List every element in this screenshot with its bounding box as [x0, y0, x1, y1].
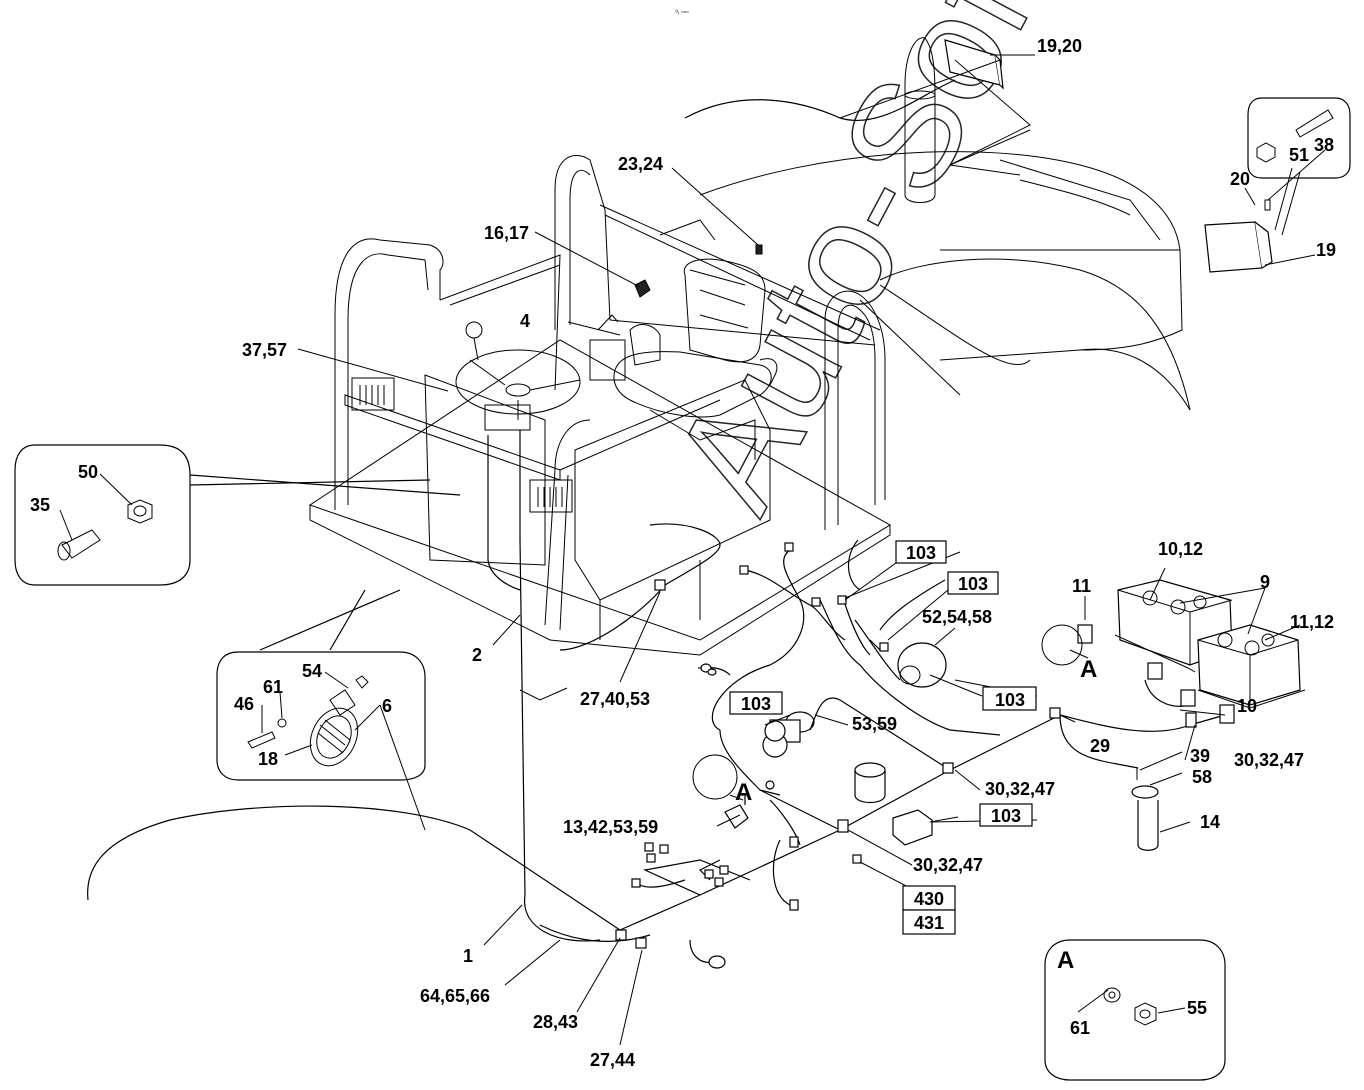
detail-bubble-A-small — [692, 624, 1083, 800]
detail-bubble-38-51 — [1247, 97, 1351, 236]
svg-text:103: 103 — [958, 574, 988, 594]
dash-light-left — [351, 377, 395, 411]
horn — [897, 642, 947, 688]
ref-box-103-c: 103 — [982, 686, 1037, 711]
callout-labels: 19,20 38 51 20 19 23,24 16,17 4 37,57 50… — [30, 36, 1336, 1070]
work-light-rear — [944, 39, 1004, 90]
callout-1: 1 — [463, 946, 473, 966]
header-mark: ᵒᵢ ▫▫▫ — [675, 9, 688, 16]
callout-52-54-58: 52,54,58 — [922, 607, 992, 627]
callout-11: 11 — [1072, 576, 1091, 596]
detail-mark-A-title: A — [1057, 947, 1074, 974]
callout-19-20: 19,20 — [1037, 36, 1082, 56]
callout-18: 18 — [258, 749, 278, 769]
callout-28-43: 28,43 — [533, 1012, 578, 1032]
callout-37-57: 37,57 — [242, 340, 287, 360]
ref-box-103-a: 103 — [895, 540, 947, 564]
harness-connectors — [615, 542, 1235, 969]
wiring-harness — [87, 430, 1226, 964]
svg-text:103: 103 — [995, 690, 1025, 710]
callout-19: 19 — [1316, 240, 1336, 260]
callout-13-42-53-59: 13,42,53,59 — [563, 817, 658, 837]
callout-50: 50 — [78, 462, 98, 482]
cylinder-component — [854, 762, 886, 804]
watermark-text: Auto-Soft — [640, 0, 1082, 535]
operator-seat — [589, 258, 778, 460]
svg-text:103: 103 — [741, 694, 771, 714]
callout-20: 20 — [1230, 169, 1250, 189]
callout-10-12: 10,12 — [1158, 539, 1203, 559]
callout-64-65-66: 64,65,66 — [420, 986, 490, 1006]
callout-54: 54 — [302, 661, 322, 681]
ref-box-431: 431 — [902, 909, 956, 935]
ref-box-103-e: 103 — [979, 803, 1033, 827]
callout-11-12: 11,12 — [1290, 612, 1334, 632]
detail-mark-A-harness: A — [735, 779, 752, 806]
svg-text:103: 103 — [991, 806, 1021, 826]
work-light-front — [1204, 221, 1273, 273]
svg-text:430: 430 — [914, 889, 944, 909]
callout-10: 10 — [1237, 696, 1257, 716]
callout-58: 58 — [1192, 767, 1212, 787]
detail-bubble-35-50 — [14, 444, 461, 586]
ref-box-103-b: 103 — [947, 571, 999, 595]
ref-box-430: 430 — [902, 885, 956, 911]
leader-lines — [59, 54, 1326, 1046]
callout-61-detail-a: 61 — [1070, 1018, 1090, 1038]
callout-38: 38 — [1314, 135, 1334, 155]
callout-16-17: 16,17 — [484, 223, 529, 243]
detail-bubble-horn — [216, 589, 426, 781]
battery-right — [1197, 624, 1306, 709]
callout-53-59: 53,59 — [852, 714, 897, 734]
svg-text:431: 431 — [914, 913, 944, 933]
callout-46: 46 — [234, 694, 254, 714]
watermark: Auto-Soft — [639, 0, 1082, 536]
switch-16-17 — [634, 279, 651, 298]
sensor-23-24 — [755, 244, 763, 255]
callout-9: 9 — [1260, 572, 1270, 592]
callout-4: 4 — [520, 311, 530, 331]
callout-30-32-47-a: 30,32,47 — [1234, 750, 1304, 770]
callout-30-32-47-c: 30,32,47 — [913, 855, 983, 875]
callout-51: 51 — [1289, 145, 1309, 165]
callout-2: 2 — [472, 645, 482, 665]
fuel-sender — [1131, 768, 1159, 851]
svg-text:103: 103 — [906, 543, 936, 563]
ref-box-103-d: 103 — [729, 691, 783, 715]
callout-29: 29 — [1090, 736, 1110, 756]
relay-53-59 — [762, 711, 815, 758]
callout-39: 39 — [1190, 746, 1210, 766]
callout-27-44: 27,44 — [590, 1050, 635, 1070]
module-box — [892, 809, 933, 846]
detail-mark-A-battery: A — [1080, 656, 1097, 683]
callout-6: 6 — [382, 696, 392, 716]
callout-61-horn: 61 — [263, 677, 283, 697]
callout-55: 55 — [1187, 998, 1207, 1018]
steering-wheel — [455, 321, 581, 431]
callout-23-24: 23,24 — [618, 154, 663, 174]
callout-30-32-47-b: 30,32,47 — [985, 779, 1055, 799]
callout-27-40-53: 27,40,53 — [580, 689, 650, 709]
dash-light-right — [529, 479, 573, 513]
detail-bubble-A — [1044, 939, 1226, 1081]
callout-14: 14 — [1200, 812, 1220, 832]
callout-35: 35 — [30, 495, 50, 515]
